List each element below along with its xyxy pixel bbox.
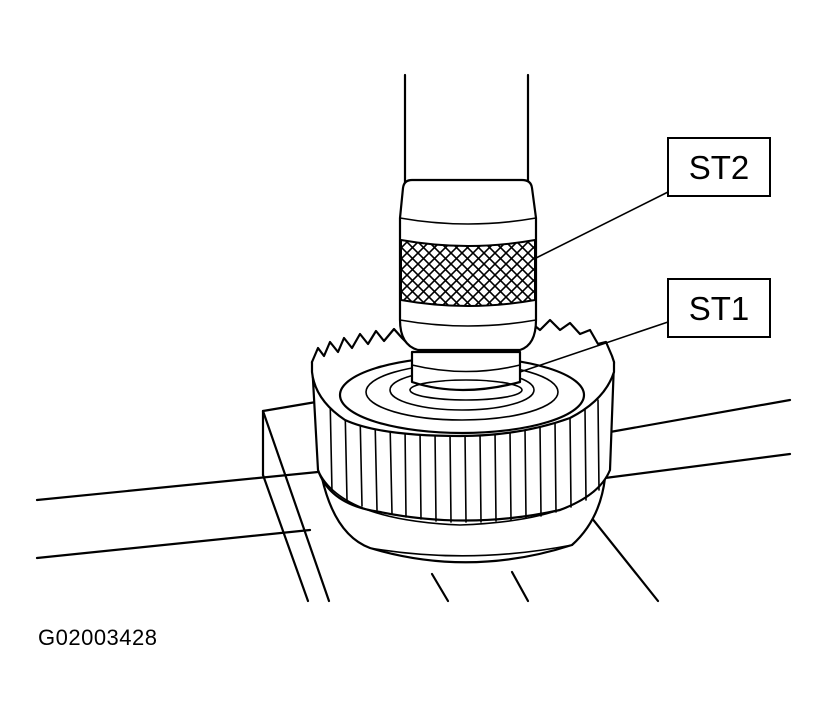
adapter-st1 bbox=[409, 350, 523, 401]
st1-leader-line bbox=[519, 321, 669, 373]
st1-callout-label: ST1 bbox=[667, 278, 771, 338]
figure-id: G02003428 bbox=[38, 625, 158, 650]
gear-drum bbox=[310, 318, 616, 564]
workbench bbox=[35, 398, 792, 603]
press-tool-st2 bbox=[398, 73, 538, 352]
st2-leader-line bbox=[535, 191, 669, 259]
st2-callout-label: ST2 bbox=[667, 137, 771, 197]
